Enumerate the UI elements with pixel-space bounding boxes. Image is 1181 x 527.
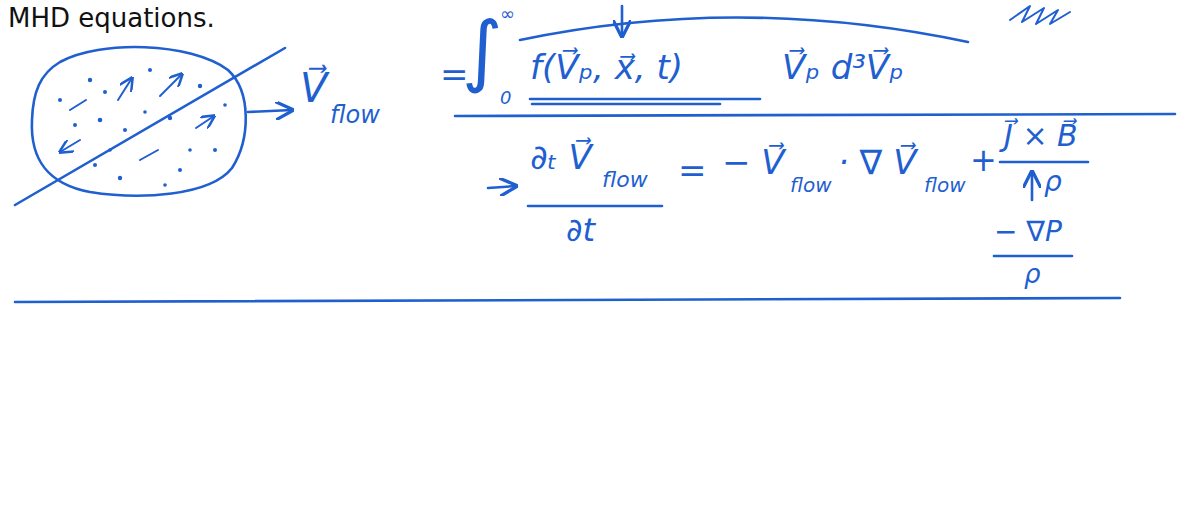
subscript: flow (790, 172, 832, 198)
math-term: − V⃗ (722, 140, 785, 184)
heading: MHD equations. (8, 2, 215, 36)
math-term: J⃗ × B⃗ (1004, 116, 1078, 155)
underline (455, 114, 1175, 116)
plasma-blob (32, 47, 246, 196)
pointer-arrow (248, 110, 292, 112)
brace-arc (520, 17, 968, 42)
math-symbol: V⃗ (300, 62, 327, 114)
subscript: flow (602, 166, 648, 195)
pointer-arrow (1031, 172, 1034, 200)
pointer-arrow (488, 186, 516, 188)
math-symbol: + (970, 140, 997, 182)
math-term: · ∇ V⃗ (838, 140, 916, 184)
math-term: − ∇P (994, 214, 1062, 250)
integral-sign: ∫ (462, 0, 503, 101)
fraction-bar (994, 255, 1072, 258)
subscript: flow (924, 172, 966, 198)
particle-arrows (60, 74, 214, 160)
math-term: ρ (1044, 164, 1062, 200)
math-term: V⃗ₚ d³V⃗ₚ (782, 45, 904, 89)
fraction-bar (528, 205, 662, 208)
math-symbol: = (678, 148, 707, 192)
math-term: ∂t (566, 210, 595, 252)
math-term: f(V⃗ₚ, x⃗, t) (530, 45, 683, 89)
math-term: ρ (1024, 258, 1041, 292)
divider-line (15, 298, 1120, 302)
particle-dots (58, 68, 227, 187)
integral-limit: ∞ (500, 2, 515, 25)
diagonal-line (15, 48, 285, 205)
subscript: flow (330, 100, 380, 131)
integral-limit: 0 (500, 86, 511, 109)
underline (532, 103, 720, 106)
pointer-arrow (621, 6, 624, 36)
scribble (1010, 6, 1070, 24)
underline (530, 98, 760, 101)
math-term: ∂ₜ V⃗ (530, 135, 592, 179)
fraction-bar (1000, 161, 1088, 164)
